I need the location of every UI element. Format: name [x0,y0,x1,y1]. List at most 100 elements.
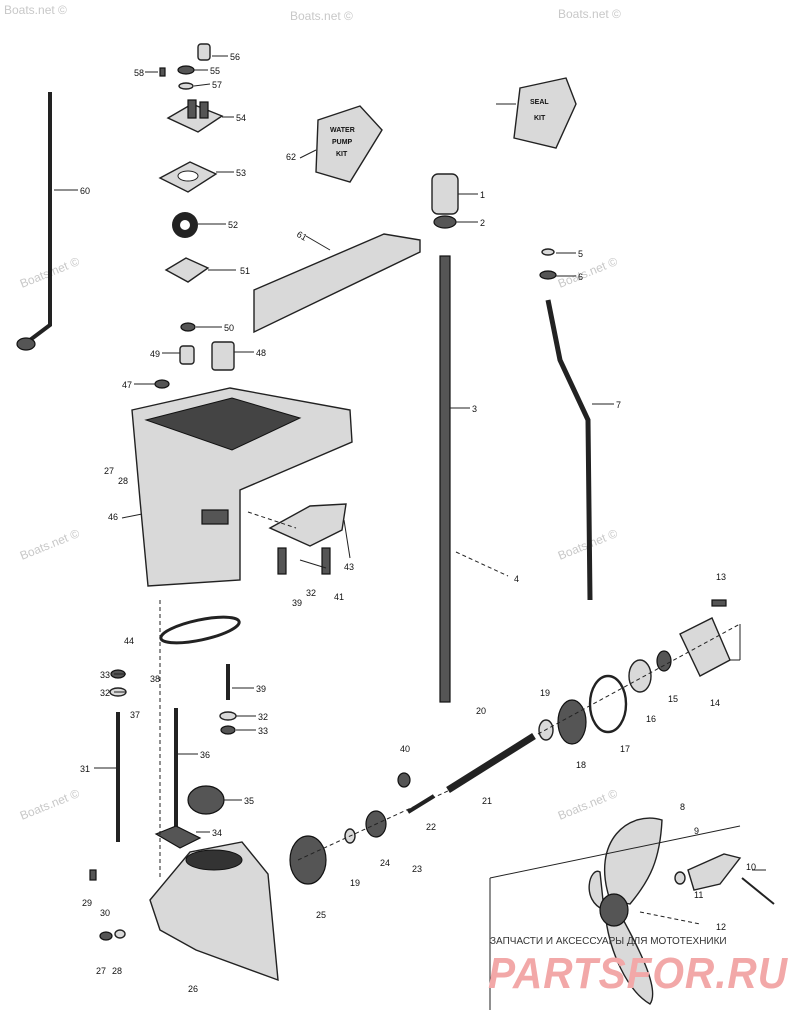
part-label[interactable]: 15 [668,694,678,704]
screw[interactable] [277,547,287,575]
part-label[interactable]: 36 [200,750,210,760]
part-label[interactable]: 32 [100,688,110,698]
propeller-nut[interactable] [687,853,742,891]
part-label[interactable]: 24 [380,858,390,868]
nut[interactable] [220,725,236,735]
part-label[interactable]: 53 [236,168,246,178]
nut[interactable] [154,379,170,389]
bearing-carrier[interactable] [679,617,731,677]
part-label[interactable]: 54 [236,113,246,123]
anode-plate[interactable] [268,503,347,547]
drive-shaft-seal[interactable] [433,215,457,229]
part-label[interactable]: 33 [100,670,110,680]
part-label[interactable]: 39 [292,598,302,608]
part-label[interactable]: 60 [80,186,90,196]
lower-shift-rod[interactable] [539,248,593,601]
part-label[interactable]: 2 [480,218,485,228]
part-label[interactable]: 43 [344,562,354,572]
part-label[interactable]: 10 [746,862,756,872]
bearing[interactable] [628,659,652,693]
part-label[interactable]: 5 [578,249,583,259]
part-label[interactable]: 22 [426,822,436,832]
part-label[interactable]: 21 [482,796,492,806]
shift-plunger[interactable] [406,794,436,814]
part-label[interactable]: 34 [212,828,222,838]
drive-shaft-bushing[interactable] [431,173,459,215]
part-label[interactable]: 19 [540,688,550,698]
part-label[interactable]: 33 [258,726,268,736]
washer[interactable] [219,711,237,721]
part-label[interactable]: 55 [210,66,220,76]
gear-housing[interactable] [149,841,279,982]
o-ring[interactable] [588,674,628,734]
forward-gear[interactable] [289,835,327,885]
part-label[interactable]: 38 [150,674,160,684]
part-label[interactable]: 41 [334,592,344,602]
part-label[interactable]: 13 [716,572,726,582]
part-label[interactable]: 6 [578,272,583,282]
washer[interactable] [114,929,126,939]
part-label[interactable]: 26 [188,984,198,994]
part-label[interactable]: 16 [646,714,656,724]
water-pump-kit-box[interactable]: WATER PUMP KIT [315,105,383,183]
part-label[interactable]: 47 [122,380,132,390]
nut[interactable] [99,931,113,941]
part-label[interactable]: 19 [350,878,360,888]
part-label[interactable]: 39 [256,684,266,694]
seal-kit-box[interactable]: SEAL KIT [513,77,577,149]
part-label[interactable]: 27 [96,966,106,976]
part-label[interactable]: 37 [130,710,140,720]
bushing[interactable] [179,345,195,365]
screw[interactable] [89,869,97,881]
part-label[interactable]: 20 [476,706,486,716]
drive-shaft[interactable] [439,255,451,703]
part-label[interactable]: 4 [514,574,519,584]
water-pump-assembly[interactable] [158,43,224,332]
part-label[interactable]: 29 [82,898,92,908]
part-label[interactable]: 61 [295,229,309,243]
part-label[interactable]: 44 [124,636,134,646]
water-tube-connector[interactable] [211,341,235,371]
housing-seal[interactable] [159,612,241,648]
part-label[interactable]: 57 [212,80,222,90]
screw[interactable] [321,547,331,575]
cross-pin[interactable] [397,772,411,788]
part-label[interactable]: 46 [108,512,118,522]
part-label[interactable]: 23 [412,864,422,874]
propeller[interactable] [588,817,663,1005]
part-label[interactable]: 8 [680,802,685,812]
part-label[interactable]: 14 [710,698,720,708]
part-label[interactable]: 27 [104,466,114,476]
seal[interactable] [656,650,672,672]
part-label[interactable]: 17 [620,744,630,754]
clamp[interactable] [154,825,202,849]
part-label[interactable]: 58 [134,68,144,78]
part-label[interactable]: 28 [118,476,128,486]
propeller-shaft[interactable] [446,733,536,793]
part-label[interactable]: 32 [258,712,268,722]
part-label[interactable]: 40 [400,744,410,754]
part-label[interactable]: 11 [694,890,703,900]
part-label[interactable]: 62 [286,152,296,162]
part-label[interactable]: 32 [306,588,316,598]
part-label[interactable]: 50 [224,323,234,333]
part-label[interactable]: 28 [112,966,122,976]
part-label[interactable]: 3 [472,404,477,414]
shift-rod[interactable] [16,92,52,351]
thrust-washer[interactable] [674,871,686,885]
part-label[interactable]: 30 [100,908,110,918]
pump-base[interactable] [187,785,225,815]
part-label[interactable]: 49 [150,349,160,359]
part-label[interactable]: 56 [230,52,240,62]
part-label[interactable]: 48 [256,348,266,358]
drive-shaft-housing-gasket[interactable] [253,233,421,334]
screw[interactable] [711,599,727,607]
part-label[interactable]: 18 [576,760,586,770]
part-label[interactable]: 51 [240,266,250,276]
part-label[interactable]: 52 [228,220,238,230]
cotter-pin[interactable] [741,877,775,905]
reverse-gear[interactable] [557,699,587,745]
part-label[interactable]: 1 [480,190,485,200]
part-label[interactable]: 31 [80,764,90,774]
drive-shaft-housing[interactable] [131,387,353,587]
